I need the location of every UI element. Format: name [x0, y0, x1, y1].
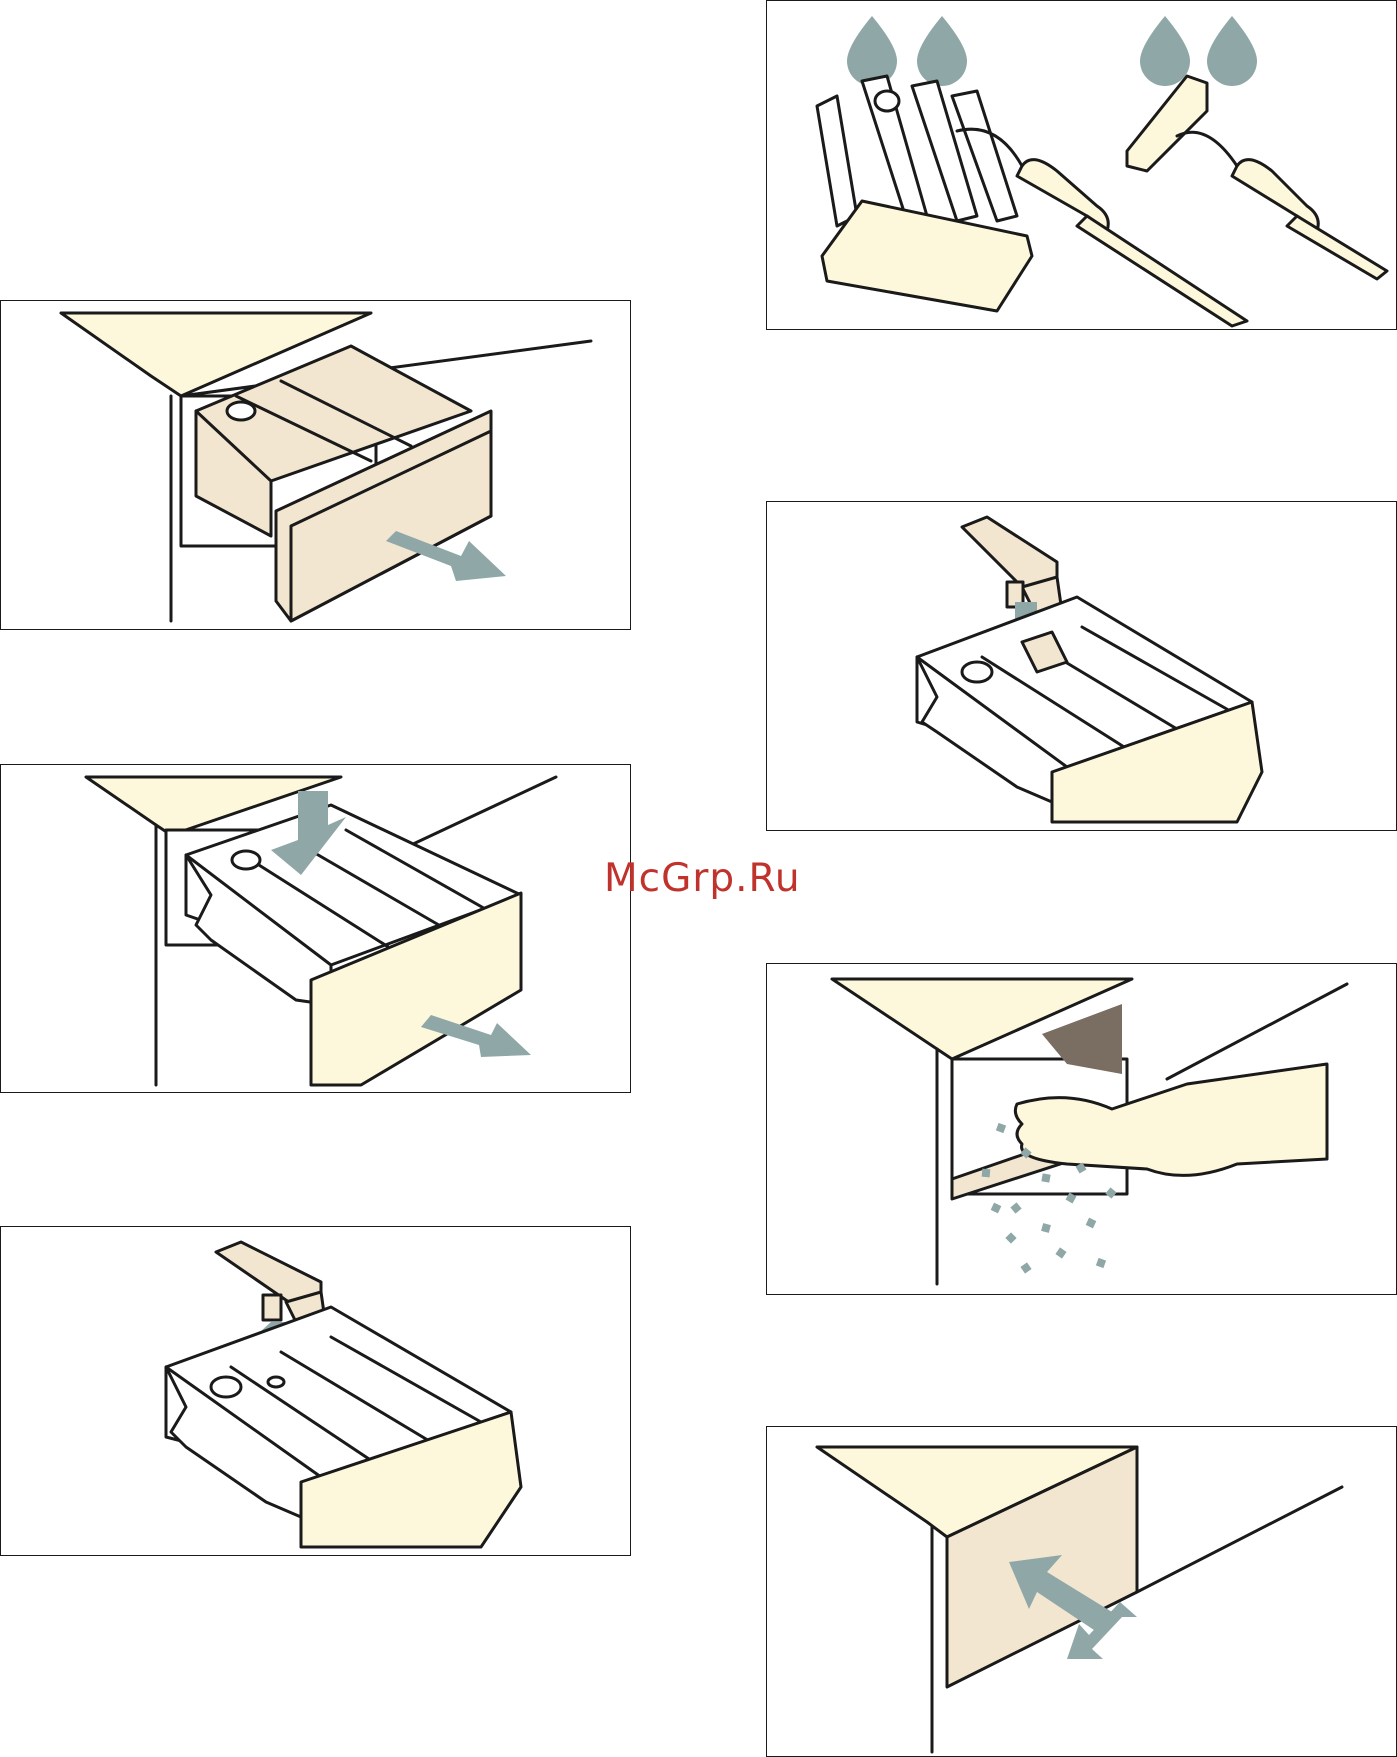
- drawer-push-back-icon: [767, 1427, 1397, 1757]
- drawer-release-icon: [1, 765, 631, 1093]
- watermark-text: McGrp.Ru: [604, 856, 801, 901]
- illustration-drawer-pull-out: [0, 300, 631, 630]
- drawer-pull-out-icon: [1, 301, 631, 630]
- illustration-hand-clean: [766, 963, 1397, 1295]
- illustration-siphon-removal: [0, 1226, 631, 1556]
- siphon-removal-icon: [1, 1227, 631, 1556]
- illustration-siphon-refit: [766, 501, 1397, 831]
- siphon-refit-icon: [767, 502, 1397, 831]
- brush-clean-icon: [767, 1, 1397, 330]
- hand-clean-icon: [767, 964, 1397, 1295]
- illustration-drawer-push-back: [766, 1426, 1397, 1757]
- illustration-brush-clean: [766, 0, 1397, 330]
- illustration-drawer-release: [0, 764, 631, 1093]
